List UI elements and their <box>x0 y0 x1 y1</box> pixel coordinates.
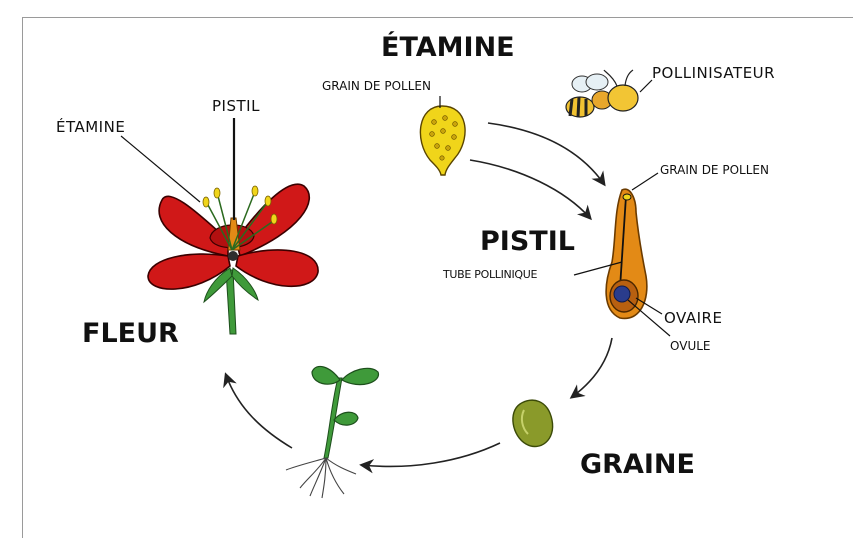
arrow-pollen-to-pistil-lower <box>470 160 590 218</box>
bee-illustration <box>566 70 652 117</box>
label-etamine-top: ÉTAMINE <box>381 32 515 63</box>
seedling-leaf-left <box>312 366 340 384</box>
leader-etamine <box>121 136 200 202</box>
ovule <box>614 286 630 302</box>
bee-head <box>608 85 638 111</box>
seedling-leaf-right <box>342 368 378 384</box>
label-pistil-center: PISTIL <box>480 226 575 257</box>
label-etamine-flower: ÉTAMINE <box>56 118 125 136</box>
leader-pollinisateur <box>640 80 652 92</box>
pollen-grain-body <box>420 106 465 175</box>
seedling-illustration <box>286 366 378 498</box>
flower-illustration <box>121 118 318 334</box>
label-ovaire: OVAIRE <box>664 309 722 327</box>
label-grain-pollen-1: GRAIN DE POLLEN <box>322 79 431 93</box>
label-pollinisateur: POLLINISATEUR <box>652 64 775 82</box>
leader-grain-pollen-2 <box>632 173 658 190</box>
seed-body <box>513 400 553 446</box>
label-ovule: OVULE <box>670 339 711 353</box>
bee-antennae <box>604 70 633 86</box>
seedling-roots <box>286 458 356 498</box>
arrow-seedling-to-flower <box>226 375 292 448</box>
label-graine: GRAINE <box>580 449 695 480</box>
arrow-pollen-to-pistil-upper <box>488 123 604 184</box>
pistil-section-illustration <box>574 173 670 336</box>
bee-wing-right <box>586 74 608 90</box>
label-pistil-flower: PISTIL <box>212 97 260 115</box>
seed-illustration <box>513 400 553 446</box>
seedling-leaf-small <box>334 412 358 425</box>
label-fleur: FLEUR <box>82 318 179 349</box>
flower-center <box>228 251 238 261</box>
label-tube-pollinique: TUBE POLLINIQUE <box>443 268 537 281</box>
arrow-ovary-to-seed <box>572 338 612 397</box>
petal-lower-right <box>236 250 318 286</box>
pollen-grain-on-stigma <box>623 194 631 200</box>
label-grain-pollen-2: GRAIN DE POLLEN <box>660 163 769 177</box>
petal-upper-left <box>159 196 228 256</box>
pollen-grain-illustration <box>420 96 465 175</box>
arrow-seed-to-seedling <box>362 443 500 466</box>
